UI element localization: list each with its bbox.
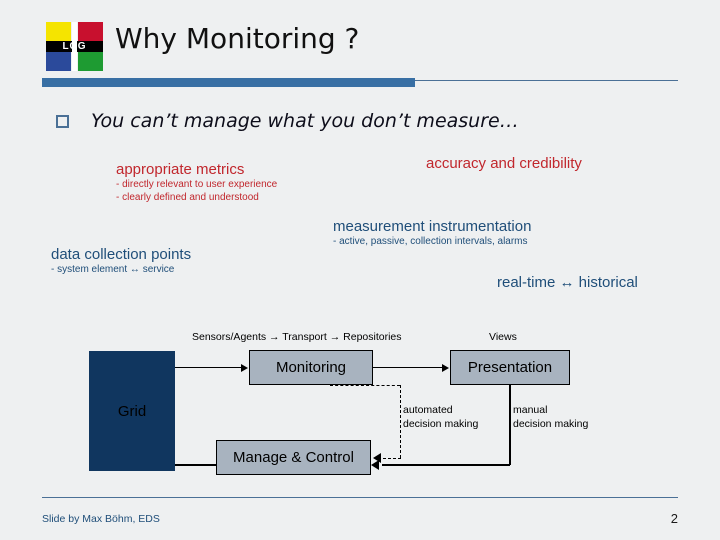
annotation-sub-1: - active, passive, collection intervals,… (333, 236, 528, 247)
annotation-measurement-instrumentation: measurement instrumentation - active, pa… (333, 218, 531, 248)
annotation-heading: appropriate metrics (116, 161, 245, 178)
edge-monitoring-tap-dashed (330, 385, 400, 386)
footer-rule (42, 497, 678, 498)
diagram-label-manual-line1: manual (513, 404, 548, 416)
edge-monitoring-to-presentation (373, 367, 442, 368)
annotation-accuracy: accuracy and credibility (426, 155, 582, 172)
diagram-box-presentation[interactable]: Presentation (450, 350, 570, 385)
logo-text: LCG (62, 41, 87, 52)
annotation-sub-1: - system element ↔ service (51, 264, 175, 275)
diagram-label-manual-line2: decision making (513, 418, 589, 430)
diagram-label-automated: automated decision making (403, 403, 478, 431)
edge-manual-vertical (509, 385, 511, 465)
edge-grid-to-monitoring (175, 367, 241, 368)
header-rule-thick (42, 78, 415, 87)
diagram-box-monitoring[interactable]: Monitoring (249, 350, 373, 385)
diagram-label-automated-line1: automated (403, 404, 453, 416)
annotation-heading: real-time ↔ historical (497, 274, 638, 291)
footer-credit: Slide by Max Böhm, EDS (42, 513, 160, 525)
lcg-logo: LCG (46, 22, 103, 71)
logo-square-yellow (46, 22, 71, 43)
diagram-label-pipeline: Sensors/Agents → Transport → Repositorie… (192, 331, 402, 343)
diagram-box-manage-and-control[interactable]: Manage & Control (216, 440, 371, 475)
arrowhead-manual-to-manage (371, 460, 379, 470)
annotation-real-time-historical: real-time ↔ historical (497, 274, 638, 291)
annotation-data-collection-points: data collection points - system element … (51, 246, 191, 276)
arrowhead-automated-to-manage (373, 453, 381, 463)
logo-square-red (78, 22, 103, 43)
page-title: Why Monitoring ? (115, 22, 360, 55)
square-bullet-icon (56, 114, 69, 128)
logo-square-green (78, 50, 103, 71)
bullet-text: You can’t manage what you don’t measure… (91, 110, 519, 132)
annotation-heading: accuracy and credibility (426, 155, 582, 172)
arrowhead-to-monitoring (241, 364, 248, 372)
edge-automated-vertical-dashed (400, 385, 401, 458)
annotation-appropriate-metrics: appropriate metrics - directly relevant … (116, 161, 277, 204)
diagram-box-grid[interactable]: Grid (89, 351, 175, 471)
logo-square-blue (46, 50, 71, 71)
diagram-label-automated-line2: decision making (403, 418, 479, 430)
footer-page-number: 2 (670, 511, 678, 526)
logo-vertical-band (72, 22, 77, 71)
diagram-label-manual: manual decision making (513, 403, 588, 431)
annotation-heading: data collection points (51, 246, 192, 263)
bullet-row: You can’t manage what you don’t measure… (56, 110, 519, 132)
edge-manage-to-grid (135, 464, 217, 466)
annotation-sub-1: - directly relevant to user experience (116, 179, 278, 190)
arrowhead-to-presentation (442, 364, 449, 372)
annotation-sub-2: - clearly defined and understood (116, 192, 259, 203)
annotation-heading: measurement instrumentation (333, 218, 532, 235)
edge-automated-horizontal-dashed (383, 458, 401, 459)
edge-manual-horizontal (382, 464, 510, 466)
diagram-label-views: Views (489, 331, 517, 343)
